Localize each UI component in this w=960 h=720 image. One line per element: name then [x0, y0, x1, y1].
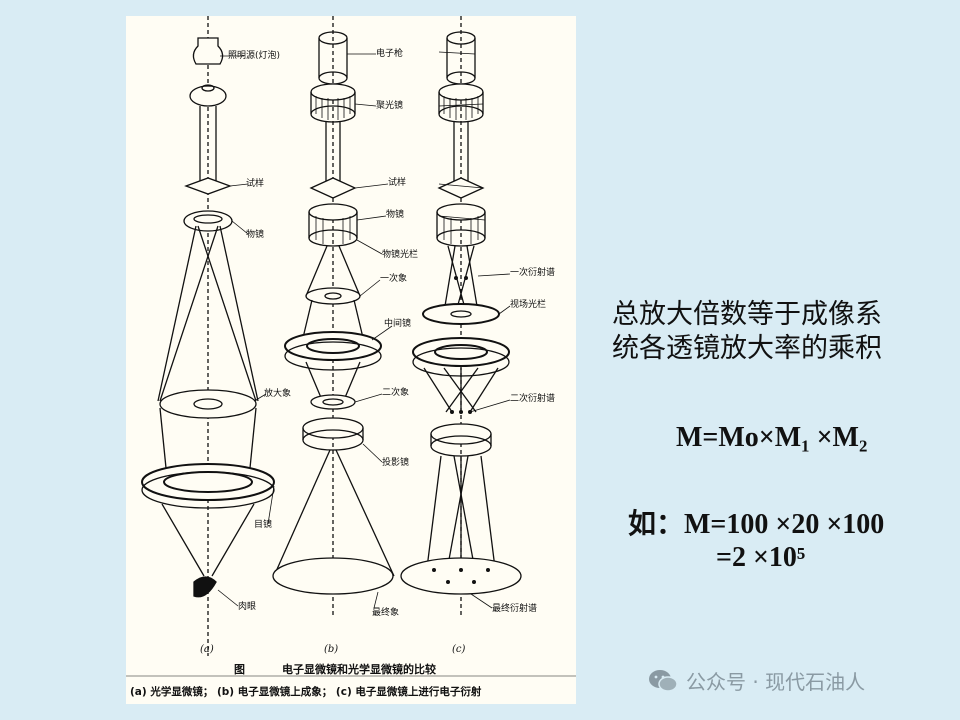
label-gun: 电子枪	[376, 49, 404, 59]
explanation-text: 总放大倍数等于成像系 统各透镜放大率的乘积	[612, 298, 882, 366]
label-eye: 肉眼	[238, 602, 257, 612]
watermark: 公众号 · 现代石油人	[648, 666, 865, 695]
explanation-line-1: 总放大倍数等于成像系	[612, 299, 882, 330]
diffraction-spots	[432, 276, 490, 584]
label-magnified-image: 放大象	[264, 389, 292, 399]
microscope-comparison-figure: 照明源(灯泡) 试样 物镜 放大象 目镜 肉眼 电子枪 聚光镜 试样 物镜 物镜…	[126, 16, 576, 704]
label-projector: 投影镜	[382, 458, 410, 468]
label-objective-b: 物镜	[386, 210, 405, 220]
microscope-diagram	[126, 16, 576, 677]
formula-example: 如：M=100 ×20 ×100	[628, 509, 885, 540]
label-second-diffraction: 二次衍射谱	[510, 394, 556, 404]
label-field-aperture: 视场光栏	[510, 300, 547, 310]
label-specimen-b: 试样	[388, 178, 407, 188]
light-microscope-column	[141, 16, 275, 656]
caption-fig: 图	[234, 663, 245, 676]
formula-total-magnification: M=Mo×M₁ ×M₂	[676, 422, 868, 453]
label-second-image: 二次象	[382, 388, 410, 398]
explanation-line-2: 统各透镜放大率的乘积	[612, 333, 882, 364]
caption-description: (a) 光学显微镜； (b) 电子显微镜上成象； (c) 电子显微镜上进行电子衍…	[130, 686, 482, 698]
sub-label-c: (c)	[452, 644, 466, 655]
label-final-image: 最终象	[372, 608, 400, 618]
tem-diffraction-column	[400, 16, 522, 616]
formula-result: =2 ×10⁵	[716, 542, 806, 573]
label-lamp: 照明源(灯泡)	[228, 51, 281, 61]
label-intermediate-lens: 中间镜	[384, 319, 412, 329]
wechat-icon	[649, 669, 678, 692]
label-first-diffraction: 一次衍射谱	[510, 268, 556, 278]
label-objective-a: 物镜	[246, 230, 265, 240]
label-final-diffraction: 最终衍射谱	[492, 604, 538, 614]
sub-label-a: (a)	[200, 644, 214, 655]
label-first-image: 一次象	[380, 274, 408, 284]
watermark-text: 公众号 · 现代石油人	[686, 670, 866, 694]
label-aperture: 物镜光栏	[382, 250, 419, 260]
label-leaders	[217, 51, 511, 609]
tem-imaging-column	[272, 16, 395, 616]
label-eyepiece: 目镜	[254, 520, 273, 530]
sub-label-b: (b)	[324, 644, 339, 655]
caption-title: 电子显微镜和光学显微镜的比较	[282, 663, 436, 676]
label-specimen-a: 试样	[246, 179, 265, 189]
label-condenser: 聚光镜	[376, 101, 404, 111]
